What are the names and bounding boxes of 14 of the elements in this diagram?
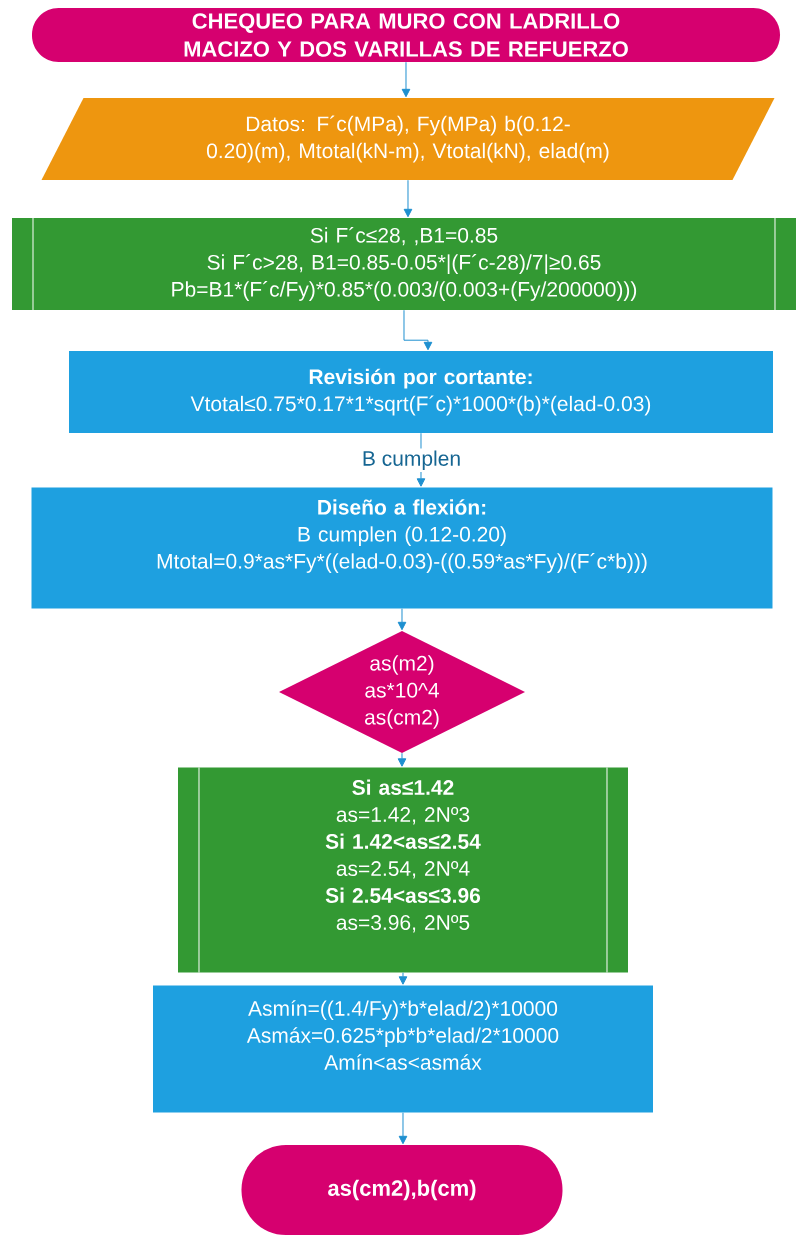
data-parallelogram: Datos: F´c(MPa), Fy(MPa) b(0.12-0.20)(m), Mtotal(kN-m), Vtotal(kN), elad(m) xyxy=(41,98,775,180)
arrow xyxy=(401,61,411,98)
arrow xyxy=(397,608,407,631)
arrow xyxy=(398,972,408,985)
edge-label: B cumplen xyxy=(359,448,464,473)
process-box: Revisión por cortante: Vtotal≤0.75*0.17*1*sqrt(F´c)*1000*(b)*(elad-0.03) xyxy=(69,351,773,433)
process-box: Diseño a flexión: B cumplen (0.12-0.20) Mtotal=0.9*as*Fy*((elad-0.03)-((0.59*as*Fy)/(F´c*b))) xyxy=(31,487,773,609)
process-box: Asmín=((1.4/Fy)*b*elad/2)*10000 Asmáx=0.625*pb*b*elad/2*10000 Amín<as<asmáx xyxy=(153,985,653,1113)
arrow xyxy=(398,1112,408,1145)
arrow xyxy=(403,309,433,351)
arrow xyxy=(403,179,413,218)
process-box: Si F´c≤28, ,B1=0.85 Si F´c>28, B1=0.85-0.05*|(F´c-28)/7|≥0.65 Pb=B1*(F´c/Fy)*0.85*(0.003/(0.003+(Fy/200000))) xyxy=(12,217,796,311)
process-box: Si as≤1.42 as=1.42, 2Nº3 Si 1.42<as≤2.54 as=2.54, 2Nº4 Si 2.54<as≤3.96 as=3.96, 2Nº5 xyxy=(178,767,628,973)
arrow xyxy=(397,752,407,767)
